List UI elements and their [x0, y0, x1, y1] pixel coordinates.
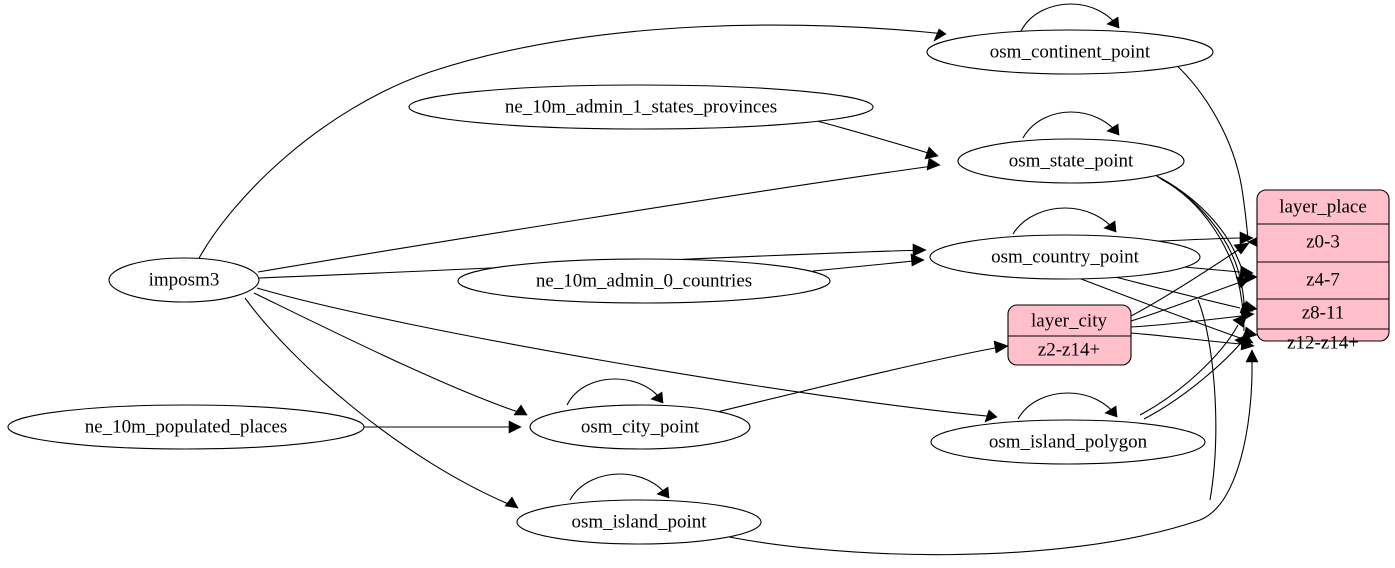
record-layer-place-row-z8-11[interactable]: z8-11 — [1302, 302, 1345, 323]
edge-ne-populated-places-to-osm-city-point — [362, 420, 522, 434]
node-imposm3-label: imposm3 — [149, 269, 220, 290]
node-osm-continent-point-label: osm_continent_point — [990, 41, 1151, 62]
record-layer-city-title: layer_city — [1031, 310, 1107, 331]
edge-osm-island-polygon-to-layer-place-z8-11 — [1139, 313, 1248, 416]
record-layer-city-row-z2-z14[interactable]: z2-z14+ — [1038, 339, 1100, 360]
edge-ne-admin-0-countries-to-osm-country-point — [812, 253, 925, 272]
node-osm-country-point-label: osm_country_point — [991, 246, 1139, 267]
record-layer-place-row-z4-7[interactable]: z4-7 — [1306, 269, 1340, 290]
edge-imposm3-to-osm-island-polygon — [256, 287, 998, 423]
node-ne-10m-admin-0-countries-label: ne_10m_admin_0_countries — [536, 270, 752, 291]
edge-layer-city-to-layer-place-z12-z14 — [1130, 332, 1255, 351]
node-osm-island-polygon-label: osm_island_polygon — [989, 431, 1148, 452]
node-osm-city-point-label: osm_city_point — [581, 416, 700, 437]
self-loop-osm-state-point — [1022, 111, 1120, 139]
self-loop-osm-city-point — [566, 378, 664, 406]
node-osm-continent-point[interactable]: osm_continent_point — [926, 29, 1214, 75]
node-ne-10m-populated-places[interactable]: ne_10m_populated_places — [7, 404, 365, 450]
node-ne-10m-admin-1-states-provinces[interactable]: ne_10m_admin_1_states_provinces — [408, 84, 874, 130]
node-imposm3[interactable]: imposm3 — [108, 257, 260, 303]
record-layer-city[interactable]: layer_city z2-z14+ — [1007, 304, 1132, 366]
node-osm-island-point-label: osm_island_point — [571, 511, 707, 532]
node-ne-10m-admin-0-countries[interactable]: ne_10m_admin_0_countries — [457, 258, 831, 304]
edge-ne-states-provinces-to-osm-state-point — [816, 120, 939, 160]
edge-layer-city-to-layer-place-z0-3 — [1130, 242, 1250, 317]
edge-layer — [197, 3, 1261, 556]
edge-layer-city-to-layer-place-z8-11 — [1130, 308, 1255, 328]
edge-imposm3-to-osm-city-point — [253, 292, 528, 416]
node-layer: imposm3 ne_10m_admin_1_states_provinces … — [7, 29, 1214, 545]
self-loop-osm-island-point — [569, 473, 670, 501]
node-ne-10m-admin-1-states-provinces-label: ne_10m_admin_1_states_provinces — [505, 96, 777, 117]
edge-osm-island-point-to-layer-place-z12-z14 — [709, 349, 1259, 556]
edge-imposm3-to-osm-island-point — [244, 297, 519, 509]
node-ne-10m-populated-places-label: ne_10m_populated_places — [85, 416, 288, 437]
record-layer-place-title: layer_place — [1279, 196, 1367, 217]
edge-imposm3-to-osm-state-point — [257, 157, 941, 273]
node-osm-state-point[interactable]: osm_state_point — [957, 138, 1185, 184]
edge-layer-city-to-layer-place-z4-7 — [1130, 276, 1251, 322]
record-layer: layer_place z0-3 z4-7 z8-11 z12-z14+ lay… — [1007, 189, 1390, 366]
record-layer-place-row-z0-3[interactable]: z0-3 — [1306, 231, 1340, 252]
node-osm-city-point[interactable]: osm_city_point — [529, 404, 751, 450]
edge-osm-continent-point-to-layer-place-z0-3 — [1172, 61, 1261, 249]
record-layer-place-row-z12-z14[interactable]: z12-z14+ — [1287, 332, 1359, 353]
edge-osm-island-polygon-to-layer-place-z12-z14 — [1143, 333, 1250, 420]
edge-imposm3-to-osm-continent-point — [197, 24, 947, 261]
self-loop-osm-continent-point — [1020, 3, 1120, 32]
edge-osm-city-point-to-layer-city-z2-z14 — [716, 340, 1009, 413]
record-layer-place[interactable]: layer_place z0-3 z4-7 z8-11 z12-z14+ — [1256, 189, 1390, 353]
edge-osm-island-point-secondary — [1197, 299, 1217, 501]
self-loop-osm-country-point — [1012, 207, 1117, 235]
self-loop-osm-island-polygon — [1017, 392, 1118, 420]
node-osm-state-point-label: osm_state_point — [1009, 150, 1134, 171]
node-osm-country-point[interactable]: osm_country_point — [929, 234, 1201, 280]
node-osm-island-polygon[interactable]: osm_island_polygon — [930, 419, 1206, 465]
node-osm-island-point[interactable]: osm_island_point — [516, 499, 762, 545]
